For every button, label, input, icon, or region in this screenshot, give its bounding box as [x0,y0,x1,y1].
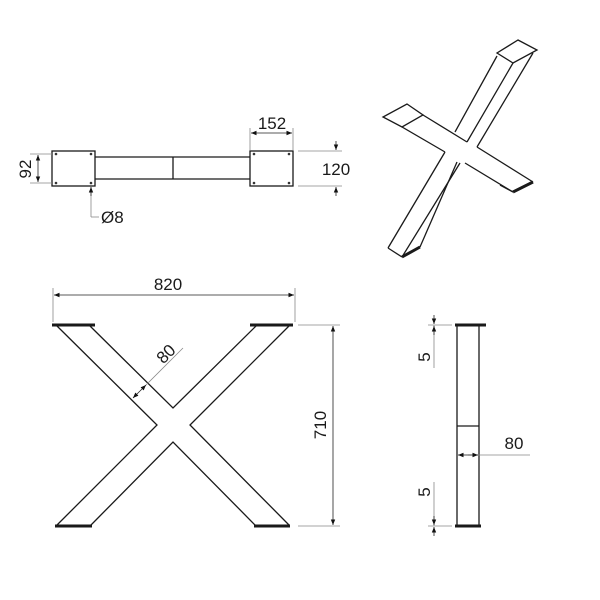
left-mounting-plate [51,150,96,187]
crossbar [95,156,250,180]
dimension-label-bottom-5: 5 [415,487,434,496]
dimension-label-hole: Ø8 [101,208,124,227]
dimension-label-120: 120 [322,160,350,179]
dimension-label-beam-80: 80 [153,341,180,368]
isometric-view [381,39,539,259]
dimension-label-top-5: 5 [415,352,434,361]
mounting-holes [54,152,291,185]
front-view: 820 710 80 [52,275,340,528]
right-mounting-plate [249,150,294,187]
dimension-top-5: 5 [415,315,452,368]
iso-cross-beam [401,114,534,194]
dimension-hole-diameter: Ø8 [88,187,124,227]
side-leg [456,326,480,525]
x-frame [56,325,290,526]
front-plates [52,323,293,528]
iso-long-beam [387,52,534,259]
dimension-label-710: 710 [311,411,330,439]
top-view: 152 120 92 Ø8 [16,114,350,227]
dimension-side-80: 80 [458,434,530,458]
dimension-label-side-80: 80 [505,434,524,453]
dimension-beam-80: 80 [132,341,184,399]
iso-top-plate [495,39,539,64]
dimension-label-92: 92 [16,160,35,179]
dimension-label-820: 820 [154,275,182,294]
dimension-label-152: 152 [258,114,286,133]
dimension-bottom-5: 5 [415,482,452,536]
iso-left-plate [381,103,425,128]
dimension-710: 710 [298,324,340,527]
dimension-152: 152 [249,114,294,150]
dimension-120: 120 [298,141,350,196]
dimension-92: 92 [16,153,52,184]
dimension-820: 820 [52,275,296,322]
side-view: 80 5 5 [415,315,530,536]
